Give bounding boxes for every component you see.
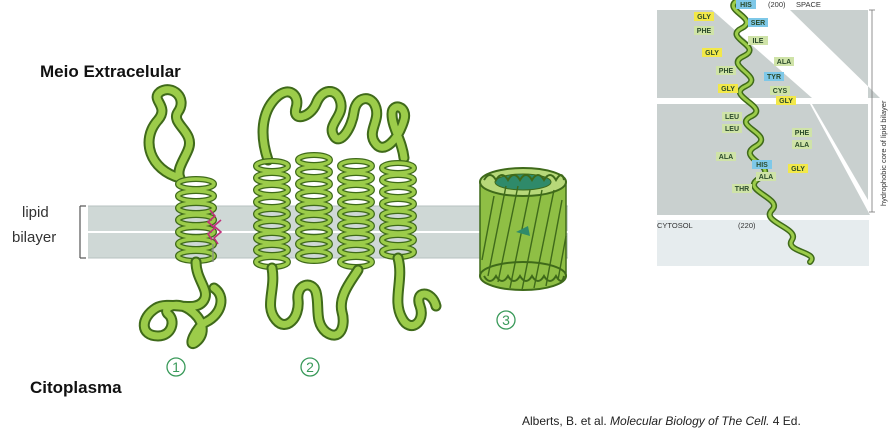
residue-tag: PHE xyxy=(694,26,714,35)
inset-side-label: hydrophobic core of lipid bilayer xyxy=(879,100,888,206)
residue-tag-label: LEU xyxy=(725,114,739,121)
inset-top-number: (200) xyxy=(768,0,786,9)
residue-tag: PHE xyxy=(792,128,812,137)
residue-tag: SER xyxy=(748,18,768,27)
residue-tag-label: ALA xyxy=(777,59,791,66)
residue-tag-label: HIS xyxy=(756,162,768,169)
residue-tag: TYR xyxy=(764,72,784,81)
residue-tag-label: TYR xyxy=(767,74,781,81)
residue-tag-label: GLY xyxy=(697,14,711,21)
residue-tag-label: ALA xyxy=(795,142,809,149)
residue-tag-label: CYS xyxy=(773,88,788,95)
number-2: 2 xyxy=(301,358,319,376)
residue-tag: HIS xyxy=(736,0,756,9)
residue-tag: LEU xyxy=(722,124,742,133)
number-1: 1 xyxy=(167,358,185,376)
residue-tag-label: ALA xyxy=(759,174,773,181)
svg-text:2: 2 xyxy=(306,359,314,375)
residue-tag: ALA xyxy=(716,152,736,161)
residue-tag-label: GLY xyxy=(791,166,805,173)
residue-tag-label: PHE xyxy=(795,130,810,137)
inset-space-label: SPACE xyxy=(796,0,821,9)
residue-tag: GLY xyxy=(788,164,808,173)
residue-tag-label: ILE xyxy=(753,38,764,45)
residue-tag: GLY xyxy=(694,12,714,21)
helix-sequence-inset: hydrophobic core of lipid bilayer (200) … xyxy=(657,0,892,266)
residue-tag-label: SER xyxy=(751,20,765,27)
residue-tag-label: THR xyxy=(735,186,749,193)
residue-tag-label: LEU xyxy=(725,126,739,133)
inset-cytosol-label: CYTOSOL xyxy=(657,221,693,230)
residue-tag: GLY xyxy=(702,48,722,57)
bilayer-bracket xyxy=(80,206,86,258)
residue-tag: GLY xyxy=(718,84,738,93)
residue-tag: HIS xyxy=(752,160,772,169)
residue-tag: CYS xyxy=(770,86,790,95)
number-3: 3 xyxy=(497,311,515,329)
residue-tag-label: GLY xyxy=(779,98,793,105)
residue-tag-label: GLY xyxy=(721,86,735,93)
residue-tag-label: ALA xyxy=(719,154,733,161)
inset-bottom-number: (220) xyxy=(738,221,756,230)
protein-3-beta-barrel xyxy=(480,168,566,290)
residue-tag: ALA xyxy=(774,57,794,66)
residue-tag: PHE xyxy=(716,66,736,75)
residue-tag: GLY xyxy=(776,96,796,105)
residue-tag: ILE xyxy=(748,36,768,45)
residue-tag: ALA xyxy=(756,172,776,181)
residue-tag-label: GLY xyxy=(705,50,719,57)
residue-tag: THR xyxy=(732,184,752,193)
residue-tag: ALA xyxy=(792,140,812,149)
residue-tag-label: PHE xyxy=(719,68,734,75)
residue-tag: LEU xyxy=(722,112,742,121)
residue-tag-label: HIS xyxy=(740,2,752,9)
svg-text:3: 3 xyxy=(502,312,510,328)
residue-tag-label: PHE xyxy=(697,28,712,35)
svg-text:1: 1 xyxy=(172,359,180,375)
